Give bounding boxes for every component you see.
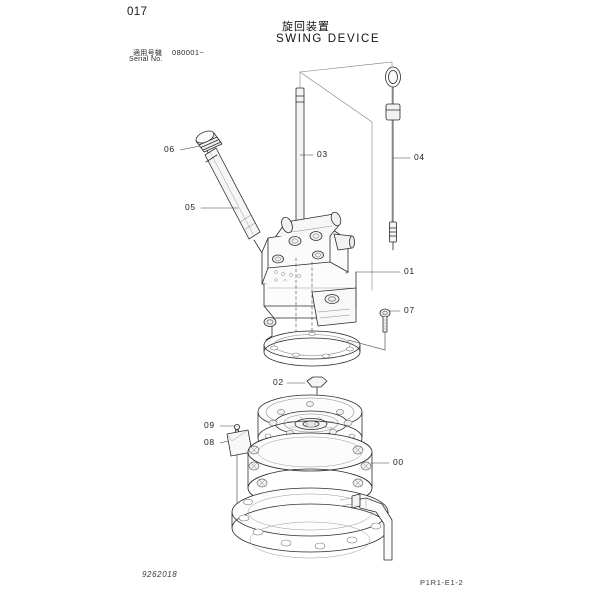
callout-01: 01 <box>404 266 415 276</box>
part-04-dipstick <box>385 66 401 251</box>
part-05-handle-rod <box>204 147 263 254</box>
form-code: P1R1-E1-2 <box>420 578 464 587</box>
callout-04: 04 <box>414 152 425 162</box>
callout-02: 02 <box>273 377 284 387</box>
callout-05: 05 <box>185 202 196 212</box>
part-01-swing-motor <box>261 211 361 367</box>
page-number: 017 <box>127 6 148 18</box>
callout-09: 09 <box>204 420 215 430</box>
serial-number-value: 080001~ <box>172 48 205 57</box>
callout-03: 03 <box>317 149 328 159</box>
leader-08 <box>219 440 229 444</box>
page-title-japanese: 旋回装置 <box>282 20 330 33</box>
part-07-bolt <box>347 308 391 351</box>
part-00-reduction-gear <box>231 394 393 561</box>
serial-label-japanese: 適用号機 <box>133 49 163 57</box>
part-06-knurled-cap <box>195 130 223 162</box>
callout-00: 00 <box>393 457 404 467</box>
drawing-number: 9262018 <box>142 570 178 579</box>
callout-06: 06 <box>164 144 175 154</box>
serial-label-english: Serial No. <box>129 56 163 63</box>
callout-07: 07 <box>404 305 415 315</box>
part-02-plug-cap <box>306 376 328 398</box>
leader-06 <box>179 145 201 151</box>
callout-08: 08 <box>204 437 215 447</box>
page-title-english: SWING DEVICE <box>276 33 381 45</box>
part-08-name-plate <box>226 429 253 457</box>
